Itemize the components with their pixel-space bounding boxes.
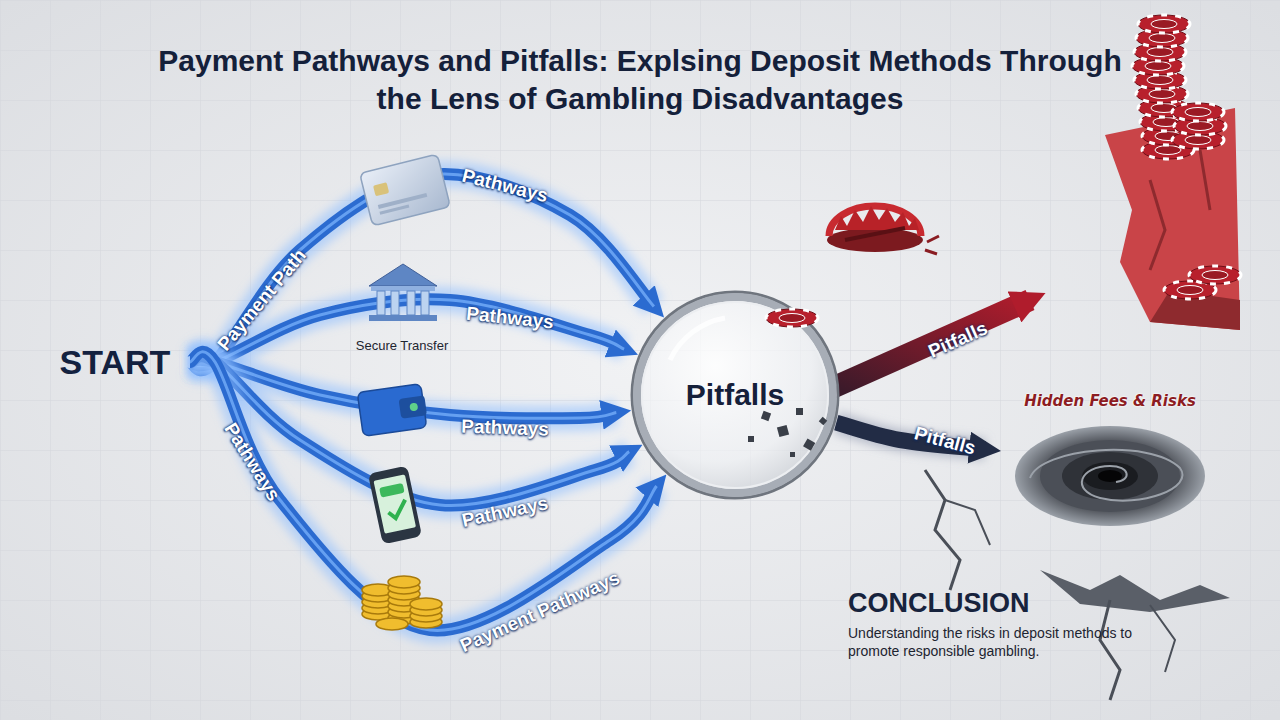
- coins-icon: [362, 576, 442, 630]
- connector-glow: [190, 360, 616, 419]
- connector-label: Pathways: [461, 415, 549, 440]
- diagram-title: Payment Pathways and Pitfalls: Explsing …: [140, 42, 1140, 118]
- vortex-core: [1098, 470, 1122, 482]
- cliff-illustration: [1105, 15, 1241, 330]
- conclusion-body: Understanding the risks in deposit metho…: [848, 624, 1178, 660]
- bank-icon: [369, 264, 437, 321]
- connector-label: Pathways: [460, 492, 550, 532]
- connector-arrow: [190, 360, 616, 419]
- wallet-icon: [357, 383, 428, 436]
- node-text-group: Hidden Fees & Risks: [1024, 388, 1196, 410]
- arrow-text: Pitfalls: [925, 317, 991, 362]
- connector-highlight: [190, 174, 654, 370]
- credit-card-icon: [360, 154, 451, 226]
- node-text-group: START: [60, 343, 171, 382]
- node-label: START: [60, 343, 171, 382]
- vortex-swirl: [1030, 450, 1183, 501]
- node-label: Pitfalls: [686, 378, 784, 412]
- icon-caption: Secure Transfer: [356, 338, 449, 353]
- phone-icon: [368, 466, 422, 545]
- lens-shine: [670, 318, 725, 360]
- connector-highlight: [190, 360, 616, 419]
- trap-icon: [827, 206, 939, 254]
- conclusion-heading: CONCLUSION: [848, 588, 1030, 619]
- start-node: START: [40, 335, 190, 389]
- connector-glow: [190, 174, 654, 370]
- node-label: Hidden Fees & Risks: [1024, 392, 1196, 410]
- connector-arrow: [190, 356, 629, 505]
- lens-rim-inner: [642, 302, 828, 488]
- connector-glow: [190, 356, 629, 505]
- connector-label: Pitfalls: [912, 422, 978, 459]
- arrow-text: Payment Path: [213, 245, 311, 355]
- vortex-node: Hidden Fees & Risks: [1000, 388, 1220, 538]
- lens-rim-outer: [632, 292, 838, 498]
- connector-label: Pathways: [465, 302, 554, 333]
- vortex-ring: [1015, 426, 1205, 526]
- connector-arrow: [190, 174, 654, 370]
- node-text-group: Pitfalls: [686, 378, 784, 412]
- arrow-text: Pathways: [219, 419, 284, 505]
- connector-label: Pathways: [460, 165, 550, 208]
- vortex-shape: [1000, 388, 1220, 538]
- lens-glass: [637, 297, 833, 493]
- vortex-ring: [1062, 452, 1158, 500]
- magnifier-node: Pitfalls: [630, 290, 840, 500]
- connector-highlight: [190, 356, 629, 505]
- connector-label: Payment Pathways: [457, 567, 623, 657]
